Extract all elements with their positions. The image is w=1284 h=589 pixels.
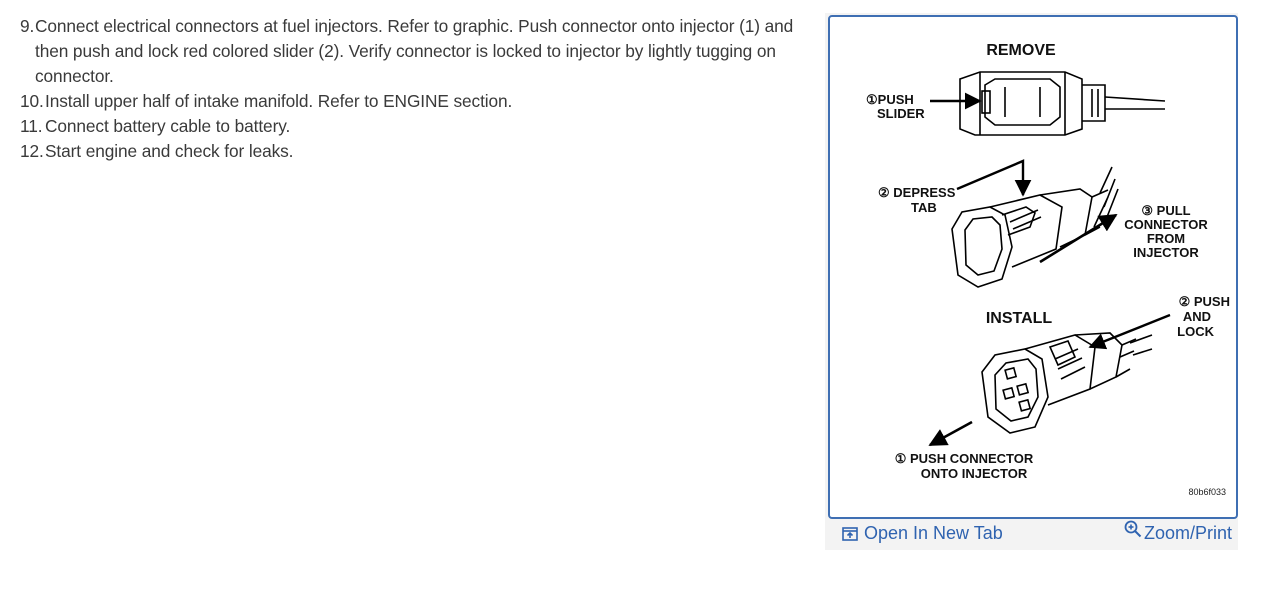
- step-text: Connect electrical connectors at fuel in…: [35, 16, 794, 86]
- svg-text:② DEPRESS: ② DEPRESS: [878, 185, 956, 200]
- push-lock-arrow: [1088, 313, 1171, 350]
- svg-text:③ PULL: ③ PULL: [1141, 203, 1190, 218]
- pull-connector-callout: ③ PULL CONNECTOR FROM INJECTOR: [1124, 203, 1208, 260]
- install-heading: INSTALL: [986, 310, 1053, 327]
- push-slider-callout: ①PUSH SLIDER: [866, 92, 925, 121]
- svg-text:① PUSH CONNECTOR: ① PUSH CONNECTOR: [895, 451, 1034, 466]
- svg-text:INJECTOR: INJECTOR: [1133, 245, 1199, 260]
- connector-diagram: REMOVE ①PUSH SLIDER: [866, 42, 1230, 497]
- svg-text:①PUSH: ①PUSH: [866, 92, 914, 107]
- step-number: 10.: [20, 91, 44, 111]
- svg-text:ONTO INJECTOR: ONTO INJECTOR: [921, 466, 1028, 481]
- svg-text:AND: AND: [1183, 309, 1211, 324]
- svg-text:SLIDER: SLIDER: [877, 106, 925, 121]
- step-text: Connect battery cable to battery.: [45, 116, 291, 136]
- push-connector-arrow: [928, 420, 973, 447]
- step-11: 11. Connect battery cable to battery.: [20, 114, 825, 139]
- open-in-new-tab-label: Open In New Tab: [864, 523, 1003, 543]
- connector-middle-drawing: [951, 166, 1119, 288]
- figure-actions: Open In New Tab Zoom/Print: [825, 520, 1238, 549]
- step-10: 10. Install upper half of intake manifol…: [20, 89, 825, 114]
- figure-id: 80b6f033: [1188, 487, 1226, 497]
- open-new-tab-icon: [842, 526, 858, 541]
- push-connector-callout: ① PUSH CONNECTOR ONTO INJECTOR: [895, 451, 1034, 481]
- open-in-new-tab-link[interactable]: Open In New Tab: [842, 523, 1003, 544]
- zoom-in-icon: [1124, 520, 1142, 538]
- step-9: 9. Connect electrical connectors at fuel…: [20, 14, 825, 89]
- connector-illustration[interactable]: REMOVE ①PUSH SLIDER: [828, 15, 1238, 519]
- step-text: Start engine and check for leaks.: [45, 141, 294, 161]
- figure-panel: REMOVE ①PUSH SLIDER: [825, 13, 1238, 550]
- depress-tab-arrow: [956, 159, 1032, 197]
- step-12: 12. Start engine and check for leaks.: [20, 139, 825, 164]
- procedure-steps: 9. Connect electrical connectors at fuel…: [20, 14, 825, 164]
- depress-tab-callout: ② DEPRESS TAB: [878, 185, 956, 215]
- zoom-print-link[interactable]: Zoom/Print: [1124, 520, 1232, 544]
- push-lock-callout: ② PUSH AND LOCK: [1177, 294, 1230, 339]
- step-number: 11.: [20, 116, 43, 136]
- svg-text:TAB: TAB: [911, 200, 937, 215]
- step-number: 12.: [20, 141, 44, 161]
- connector-top-drawing: [959, 71, 1166, 136]
- svg-text:FROM: FROM: [1147, 231, 1185, 246]
- svg-text:LOCK: LOCK: [1177, 324, 1214, 339]
- svg-text:② PUSH: ② PUSH: [1179, 294, 1230, 309]
- step-number: 9.: [20, 16, 35, 36]
- remove-heading: REMOVE: [986, 42, 1056, 59]
- step-text: Install upper half of intake manifold. R…: [45, 91, 513, 111]
- pull-connector-arrow: [1039, 213, 1118, 264]
- connector-bottom-drawing: [981, 332, 1153, 434]
- zoom-print-label: Zoom/Print: [1143, 523, 1232, 543]
- svg-text:CONNECTOR: CONNECTOR: [1124, 217, 1208, 232]
